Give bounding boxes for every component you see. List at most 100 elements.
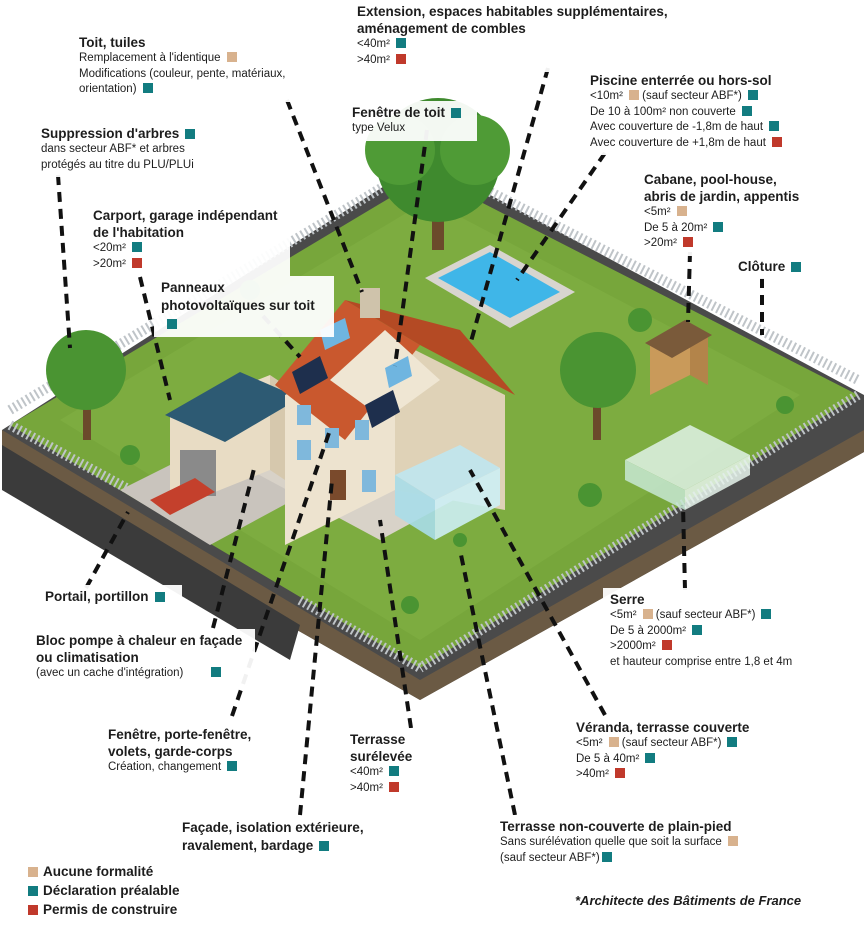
declaration-square-icon: [227, 761, 238, 771]
label-facade: Façade, isolation extérieure, ravalement…: [175, 816, 375, 859]
declaration-square-icon: [185, 129, 196, 139]
permis-square-icon: [661, 640, 672, 650]
solar-panel-2: [365, 390, 400, 428]
house-roof-right: [345, 300, 515, 395]
legend-permis: Permis de construire: [43, 902, 178, 917]
permis-square-icon: [682, 237, 693, 247]
declaration-square-icon: [741, 105, 752, 116]
declaration-square-icon: [451, 108, 462, 118]
fence-back-right: [425, 155, 861, 385]
garage-roof: [165, 372, 300, 442]
right-tree-crown: [560, 332, 636, 408]
declaration-square-icon: [769, 121, 780, 131]
label-toit-line-2: Modifications (couleur, pente, matériaux…: [79, 67, 286, 80]
label-extension-title: Extension, espaces habitables supplément…: [357, 4, 668, 36]
declaration-square-icon: [319, 841, 330, 851]
velux-2: [385, 356, 412, 388]
label-veranda: Véranda, terrasse couverte <5m² (sauf se…: [569, 716, 765, 787]
fence-front-right: [417, 390, 861, 673]
label-terrasse-non-couverte: Terrasse non-couverte de plain-pied Sans…: [493, 815, 769, 870]
label-terrasse-surelevee-title: Terrasse surélevée: [350, 732, 413, 764]
declaration-square-icon: [154, 592, 165, 602]
label-fenetre-toit-line-1: type Velux: [352, 122, 406, 134]
label-cloture: Clôture: [731, 255, 815, 279]
aucune-square-icon: [727, 836, 738, 846]
aucune-square-icon: [28, 867, 38, 877]
solar-panel-1: [292, 356, 328, 394]
label-fenetre: Fenêtre, porte-fenêtre, volets, garde-co…: [101, 723, 267, 780]
aucune-square-icon: [676, 206, 687, 216]
label-arbres-title: Suppression d'arbres: [41, 126, 180, 141]
footnote: *Architecte des Bâtiments de France: [575, 893, 802, 908]
house-door: [330, 470, 346, 500]
aucune-square-icon: [226, 52, 237, 62]
velux-1: [320, 318, 350, 350]
permis-square-icon: [131, 257, 142, 268]
label-carport: Carport, garage indépendant de l'habitat…: [86, 204, 290, 276]
label-veranda-title: Véranda, terrasse couverte: [576, 720, 750, 735]
aucune-square-icon: [608, 737, 619, 747]
label-carport-title: Carport, garage indépendant de l'habitat…: [93, 208, 278, 240]
label-fenetre-toit: Fenêtre de toit type Velux: [345, 101, 477, 141]
label-serre: Serre <5m² (sauf secteur ABF*) De 5 à 20…: [603, 588, 819, 674]
permis-square-icon: [28, 905, 38, 915]
declaration-square-icon: [692, 624, 703, 635]
declaration-square-icon: [211, 667, 222, 677]
house-gable: [330, 330, 440, 420]
pool-water: [438, 252, 560, 318]
declaration-square-icon: [142, 83, 153, 93]
declaration-square-icon: [131, 242, 142, 252]
leader-lines: [56, 67, 764, 816]
declaration-square-icon: [645, 752, 656, 763]
declaration-square-icon: [388, 766, 399, 776]
label-extension-line-2: >40m²: [357, 53, 390, 66]
left-tree-crown: [46, 330, 126, 410]
label-serre-title: Serre: [610, 592, 645, 607]
label-cabane: Cabane, pool-house, abris de jardin, app…: [637, 168, 809, 256]
declaration-square-icon: [791, 262, 802, 272]
label-panneaux-title: Panneaux photovoltaïques sur toit: [161, 280, 315, 313]
declaration-square-icon: [727, 737, 738, 747]
label-pompe: Bloc pompe à chaleur en façade ou climat…: [29, 629, 255, 686]
label-toit-line-1: Remplacement à l'identique: [79, 52, 221, 64]
label-cabane-title: Cabane, pool-house, abris de jardin, app…: [644, 172, 800, 204]
label-extension: Extension, espaces habitables supplément…: [350, 0, 680, 72]
veranda: [395, 445, 500, 500]
permis-square-icon: [614, 768, 625, 778]
permis-square-icon: [771, 136, 782, 147]
label-piscine: Piscine enterrée ou hors-sol <10m² (sauf…: [583, 69, 805, 155]
cabin-roof: [645, 320, 712, 358]
legend-declaration: Déclaration préalable: [43, 883, 180, 898]
declaration-square-icon: [761, 609, 772, 619]
label-toit: Toit, tuiles Remplacement à l'identique …: [72, 31, 312, 102]
label-panneaux: Panneaux photovoltaïques sur toit: [154, 276, 334, 337]
label-terrasse-surelevee: Terrasse surélevée <40m² >40m²: [343, 728, 478, 800]
aucune-square-icon: [642, 609, 653, 619]
label-extension-line-1: <40m²: [357, 38, 390, 50]
permis-square-icon: [388, 781, 399, 792]
road: [2, 445, 300, 660]
label-portail-title: Portail, portillon: [45, 589, 149, 604]
declaration-square-icon: [713, 221, 724, 232]
label-terrasse-non-couverte-title: Terrasse non-couverte de plain-pied: [500, 819, 732, 834]
chimney: [360, 288, 380, 318]
greenhouse: [625, 425, 750, 490]
label-piscine-title: Piscine enterrée ou hors-sol: [590, 73, 772, 88]
label-toit-title: Toit, tuiles: [79, 35, 146, 50]
label-fenetre-title: Fenêtre, porte-fenêtre, volets, garde-co…: [108, 727, 252, 759]
car: [150, 478, 215, 515]
legend: Aucune formalité Déclaration préalable P…: [28, 862, 180, 919]
label-cloture-title: Clôture: [738, 259, 786, 274]
label-pompe-title: Bloc pompe à chaleur en façade ou climat…: [36, 633, 243, 665]
permis-square-icon: [395, 53, 406, 64]
declaration-square-icon: [747, 90, 758, 100]
label-fenetre-toit-title: Fenêtre de toit: [352, 105, 446, 120]
aucune-square-icon: [628, 90, 639, 100]
declaration-square-icon: [395, 38, 406, 48]
label-facade-title: Façade, isolation extérieure, ravalement…: [182, 820, 364, 853]
declaration-square-icon: [28, 886, 38, 896]
legend-aucune: Aucune formalité: [43, 864, 154, 879]
declaration-square-icon: [601, 851, 612, 862]
declaration-square-icon: [167, 319, 177, 329]
label-arbres: Suppression d'arbres dans secteur ABF* e…: [34, 122, 224, 177]
